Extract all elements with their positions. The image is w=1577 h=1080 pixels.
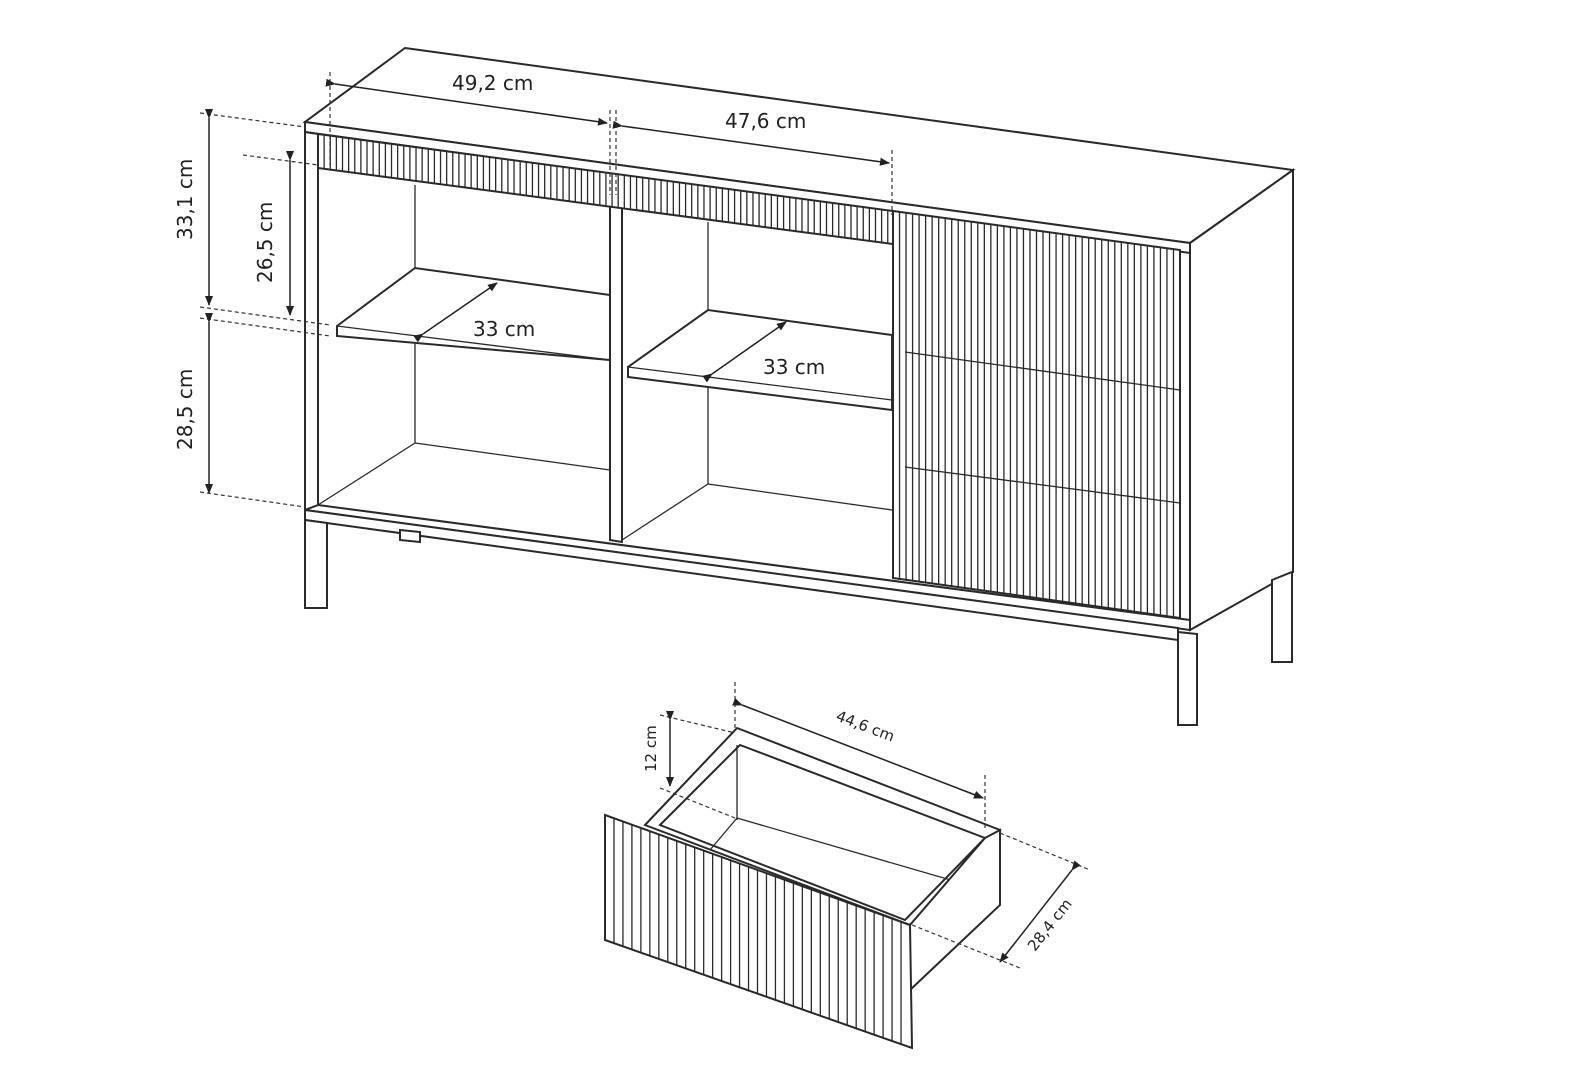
dim-shelf-left: 33 cm xyxy=(473,317,535,341)
leg-front-right xyxy=(1177,630,1198,726)
dim-47-6: 47,6 cm xyxy=(725,109,806,133)
center-divider xyxy=(609,188,623,544)
dim-drawer-width: 44,6 cm xyxy=(834,707,897,746)
drawer-front xyxy=(604,813,914,1050)
sideboard xyxy=(302,46,1296,726)
dim-33-1: 33,1 cm xyxy=(173,159,197,240)
dim-49-2: 49,2 cm xyxy=(452,71,533,95)
dim-drawer-height: 12 cm xyxy=(642,725,660,772)
left-shelf xyxy=(336,266,611,362)
leg-back-left xyxy=(399,528,421,544)
dim-26-5: 26,5 cm xyxy=(253,202,277,283)
drawer: 44,6 cm 12 cm 28,4 cm xyxy=(604,682,1091,1050)
leg-back-right xyxy=(1271,570,1293,663)
drawer-side xyxy=(909,828,1001,993)
dim-drawer-depth: 28,4 cm xyxy=(1024,895,1076,954)
dim-28-5: 28,5 cm xyxy=(173,369,197,450)
cabinet-dimensions: 49,2 cm 47,6 cm 33,1 cm 26,5 cm 28,5 cm … xyxy=(173,71,893,508)
leg-front-left xyxy=(304,518,328,609)
dim-shelf-right: 33 cm xyxy=(763,355,825,379)
cabinet-right-side xyxy=(1189,168,1294,632)
